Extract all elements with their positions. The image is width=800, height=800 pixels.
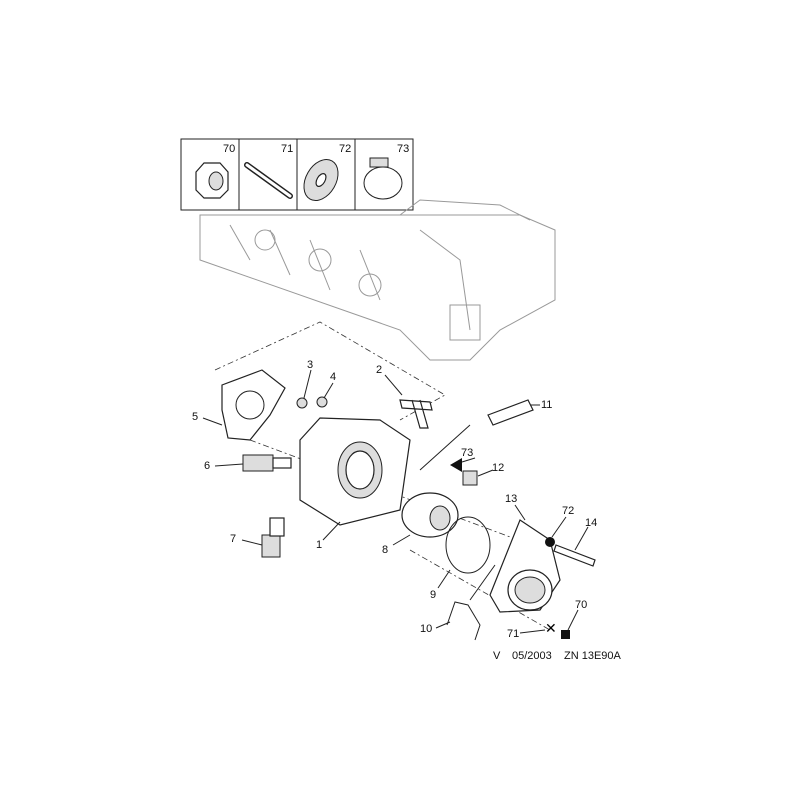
footer-date: 05/2003 bbox=[512, 650, 552, 662]
callout-1: 1 bbox=[316, 539, 322, 551]
callout-11: 11 bbox=[541, 399, 552, 411]
nut-icon bbox=[195, 162, 229, 199]
thermostat-housing bbox=[299, 417, 411, 526]
gasket bbox=[221, 369, 286, 441]
screw bbox=[296, 397, 308, 409]
temperature-switch bbox=[261, 517, 285, 558]
callout-4: 4 bbox=[330, 371, 336, 383]
legend-label-70: 70 bbox=[223, 143, 235, 155]
legend-box: 70 71 72 73 bbox=[180, 138, 414, 211]
legend-label-73: 73 bbox=[397, 143, 409, 155]
callout-3: 3 bbox=[307, 359, 313, 371]
outlet-elbow bbox=[489, 519, 561, 613]
callout-71: 71 bbox=[507, 628, 519, 640]
washer-icon bbox=[303, 159, 339, 201]
nut-marker bbox=[561, 630, 570, 639]
callout-73: 73 bbox=[461, 447, 473, 459]
pipe bbox=[399, 399, 433, 429]
callout-70: 70 bbox=[575, 599, 587, 611]
callout-2: 2 bbox=[376, 364, 382, 376]
washer-marker bbox=[545, 537, 555, 547]
callout-8: 8 bbox=[382, 544, 388, 556]
stud-marker: ✕ bbox=[545, 620, 557, 636]
callout-7: 7 bbox=[230, 533, 236, 545]
footer-code: ZN 13E90A bbox=[564, 650, 622, 662]
clamp-marker bbox=[450, 458, 462, 472]
hose bbox=[487, 399, 534, 426]
callout-13: 13 bbox=[505, 493, 517, 505]
hose-pipe bbox=[446, 601, 481, 641]
thermostat bbox=[401, 492, 459, 538]
stud-icon bbox=[244, 162, 293, 199]
plug bbox=[462, 470, 478, 486]
temperature-sensor bbox=[242, 454, 292, 472]
cylinder-head bbox=[199, 199, 556, 361]
callout-5: 5 bbox=[192, 411, 198, 423]
callout-14: 14 bbox=[585, 517, 597, 529]
hose-clamp-icon bbox=[363, 157, 403, 200]
bolt bbox=[553, 544, 596, 567]
washer bbox=[316, 396, 328, 408]
footer-version: V bbox=[493, 650, 501, 662]
legend-label-72: 72 bbox=[339, 143, 351, 155]
legend-label-71: 71 bbox=[281, 143, 293, 155]
callout-6: 6 bbox=[204, 460, 210, 472]
callout-10: 10 bbox=[420, 623, 432, 635]
callout-12: 12 bbox=[492, 462, 504, 474]
callout-72: 72 bbox=[562, 505, 574, 517]
seal-ring bbox=[445, 516, 491, 574]
callout-9: 9 bbox=[430, 589, 436, 601]
